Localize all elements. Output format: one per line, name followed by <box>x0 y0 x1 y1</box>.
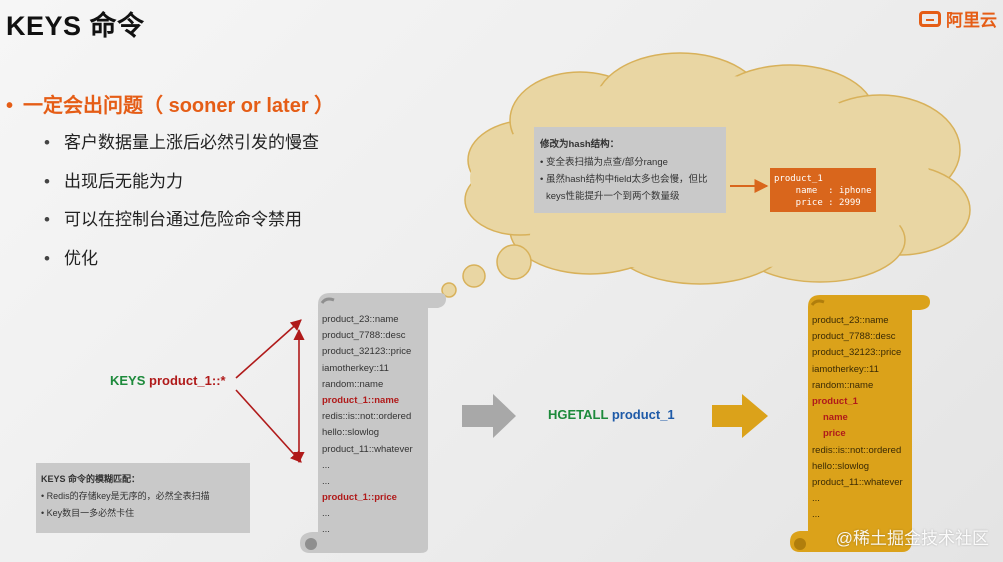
aliyun-logo-icon <box>919 10 941 27</box>
key-list-item: random::name <box>322 378 384 390</box>
key-list-item: product_7788::desc <box>322 330 406 342</box>
list-item: •客户数据量上涨后必然引发的慢查 <box>44 133 319 152</box>
key-list-item: redis::is::not::ordered <box>812 444 902 456</box>
headline: • 一定会出问题（ sooner or later ） <box>6 89 334 118</box>
note-line: • Redis的存储key是无序的，必然全表扫描 <box>41 491 210 501</box>
key-list-item: product_11::whatever <box>812 476 903 488</box>
cloud-callout-line: • 变全表扫描为点查/部分range <box>540 157 668 168</box>
logo-text: 阿里云 <box>946 11 997 30</box>
gray-scroll <box>300 293 446 553</box>
key-list-item: ... <box>322 508 330 520</box>
list-item: •可以在控制台通过危险命令禁用 <box>44 210 302 229</box>
cloud-callout-line: • 虽然hash结构中field太多也会慢，但比 <box>540 174 708 185</box>
keys-note-box: KEYS 命令的模糊匹配： • Redis的存储key是无序的，必然全表扫描 •… <box>36 463 250 533</box>
key-list-item: ... <box>322 475 330 487</box>
key-list-item: product_11::whatever <box>322 443 413 455</box>
key-list-item: product_23::name <box>812 315 889 326</box>
list-item: •出现后无能为力 <box>44 171 183 191</box>
cloud-callout: 修改为hash结构： • 变全表扫描为点查/部分range • 虽然hash结构… <box>534 127 726 213</box>
key-list-item: product_1::price <box>322 492 397 504</box>
key-list-item: name <box>823 412 848 424</box>
bullet-list: •客户数据量上涨后必然引发的慢查 •出现后无能为力 •可以在控制台通过危险命令禁… <box>44 128 319 282</box>
aliyun-logo: 阿里云 <box>919 6 997 31</box>
key-list-item: iamotherkey::11 <box>322 362 389 374</box>
key-list-item: hello::slowlog <box>322 427 380 439</box>
cloud-callout-line: keys性能提升一个到两个数量级 <box>546 191 680 202</box>
hash-example-box: product_1 name : iphone price : 2999 <box>770 168 876 212</box>
key-list-item: price <box>823 428 846 440</box>
key-list-item: product_32123::price <box>812 347 902 359</box>
key-list-item: ... <box>322 459 330 471</box>
key-list-item: product_23::name <box>322 314 399 325</box>
key-list-item: product_1 <box>812 395 858 407</box>
headline-text: 一定会出问题（ sooner or later ） <box>23 95 335 117</box>
gold-scroll <box>790 295 930 552</box>
watermark: @稀土掘金技术社区 <box>835 529 989 548</box>
page-title: KEYS 命令 <box>6 11 145 41</box>
note-title: KEYS 命令的模糊匹配： <box>41 474 141 484</box>
key-list-item: ... <box>322 524 330 536</box>
key-list-item: ... <box>812 509 820 521</box>
headline-bullet: • <box>6 95 14 117</box>
note-line: • Key数目一多必然卡住 <box>41 508 135 518</box>
key-list-item: random::name <box>812 379 874 391</box>
key-list-item: hello::slowlog <box>812 460 870 472</box>
key-list-item: product_32123::price <box>322 346 412 358</box>
key-list-item: product_1::name <box>322 394 400 406</box>
keys-scan-arrows <box>235 319 305 464</box>
hgetall-command-label: HGETALL product_1 <box>548 407 675 422</box>
keys-command-label: KEYS product_1::* <box>110 373 226 388</box>
block-arrow-right-icon <box>712 394 768 438</box>
block-arrow-right-icon <box>462 394 516 438</box>
key-list-item: redis::is::not::ordered <box>322 411 412 423</box>
key-list-item: ... <box>812 493 820 505</box>
key-list-item: product_7788::desc <box>812 331 896 343</box>
list-item: •优化 <box>44 248 98 268</box>
cloud-callout-title: 修改为hash结构： <box>540 139 620 150</box>
key-list-item: iamotherkey::11 <box>812 363 879 375</box>
